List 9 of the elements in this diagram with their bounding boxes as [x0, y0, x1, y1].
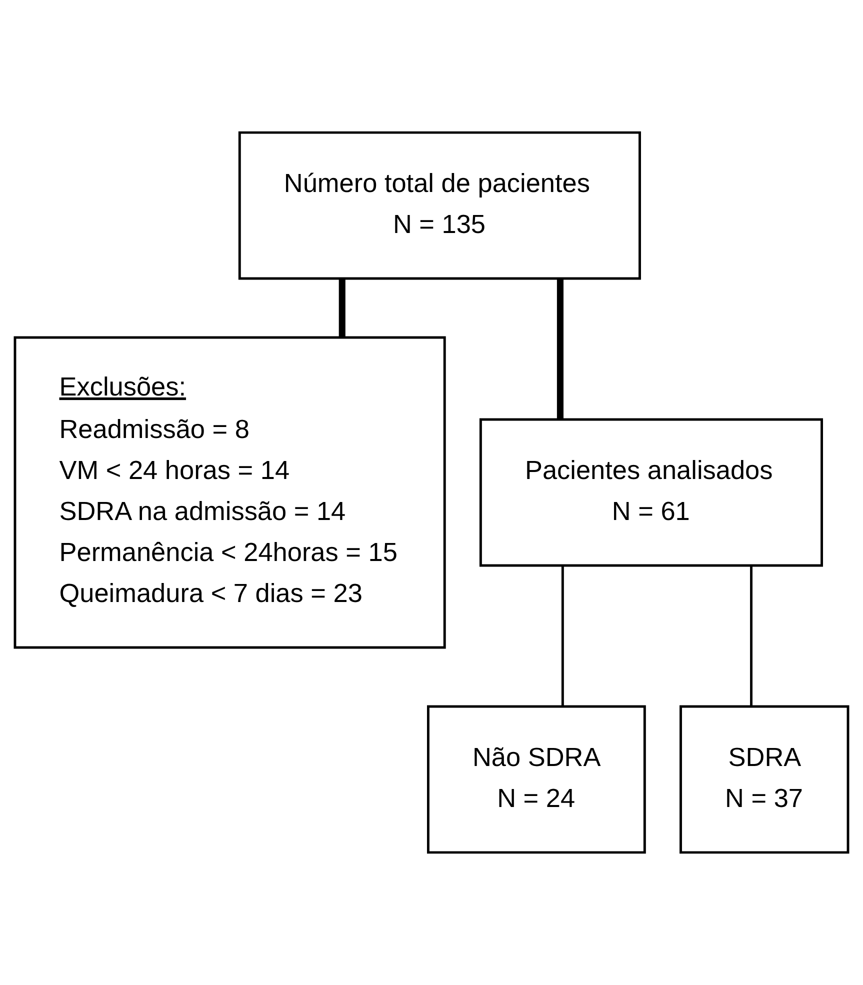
node-box: Exclusões: Readmissão = 8 VM < 24 horas = 14 SDRA na admissão = 14 Permanência < 24horas = 15 Queimadura < 7 dias = 23	[14, 336, 446, 649]
connector	[561, 566, 564, 706]
node-box: Número total de pacientes N = 135	[238, 131, 641, 280]
connector	[338, 278, 346, 338]
connector	[556, 278, 564, 420]
node-box: Pacientes analisados N = 61	[479, 418, 823, 567]
node-box: SDRA N = 37	[680, 705, 850, 854]
connector	[750, 566, 752, 706]
node-box: Não SDRA N = 24	[427, 705, 646, 854]
